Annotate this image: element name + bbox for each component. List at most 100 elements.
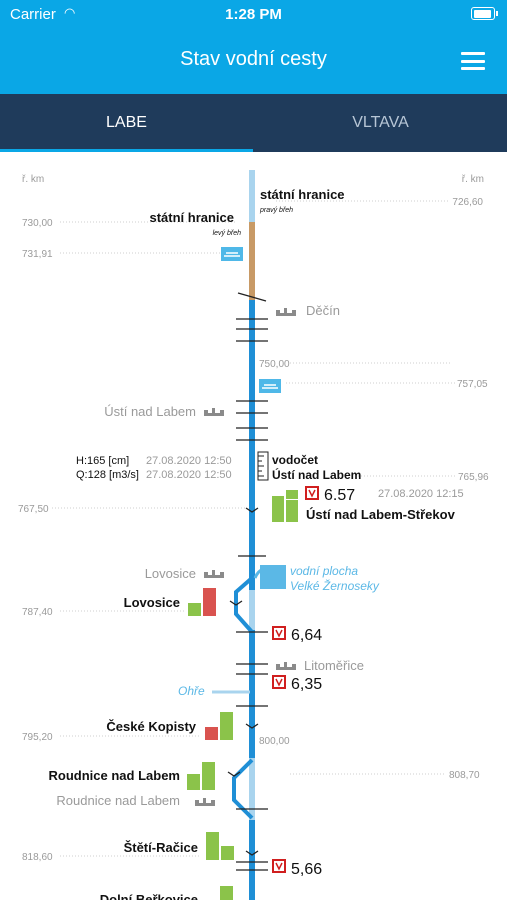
km-value: 795,20 (22, 732, 53, 743)
depth-gauge-icon (272, 859, 286, 873)
river-segment (249, 758, 255, 820)
town-litomerice[interactable]: Litoměřice (304, 658, 364, 673)
wifi-icon: ◠ (64, 5, 76, 20)
tributary-ohre-label[interactable]: Ohře (178, 684, 205, 698)
lock-chevron-icon (245, 850, 259, 856)
km-value: 765,96 (458, 472, 489, 483)
clock: 1:28 PM (225, 6, 282, 23)
river-diagram[interactable]: ř. km ř. km 730,00 726,60 731,91 750,00 … (0, 152, 507, 900)
lock-chevron-icon (245, 507, 259, 513)
water-area-link (253, 568, 263, 579)
km-value: 800,00 (259, 736, 290, 747)
km-value: 726,60 (452, 197, 483, 208)
km-value: 757,05 (457, 379, 488, 390)
tab-underline (0, 149, 253, 152)
lock-chamber-ok (187, 774, 200, 790)
river-segment (249, 222, 255, 300)
town-icon (276, 308, 296, 316)
river-segment (249, 170, 255, 222)
bridge-icon (237, 292, 267, 302)
status-bar: Carrier ◠ 1:28 PM (0, 0, 507, 30)
km-header-left: ř. km (22, 174, 44, 185)
gauge-q: Q:128 [m3/s] (76, 469, 139, 481)
lock-chamber-ok (286, 500, 298, 522)
depth-gauge-icon (305, 486, 319, 500)
water-area-line1[interactable]: vodní plocha (290, 564, 358, 578)
lock-roudnice[interactable]: Roudnice nad Labem (49, 768, 180, 783)
hamburger-menu-icon[interactable] (461, 52, 485, 70)
gauge-q-time: 27.08.2020 12:50 (146, 469, 232, 481)
lock-chamber-closed (203, 588, 216, 616)
bridge-icon (236, 400, 268, 441)
km-value: 767,50 (18, 504, 49, 515)
lock-chamber-ok (286, 490, 298, 499)
tab-label: LABE (106, 114, 147, 131)
border-right-title: státní hranice (260, 187, 345, 202)
port-icon[interactable] (221, 247, 243, 261)
lock-lovosice[interactable]: Lovosice (124, 595, 180, 610)
lock-chamber-ok (272, 496, 284, 522)
tab-labe[interactable]: LABE (0, 94, 253, 152)
tab-vltava[interactable]: VLTAVA (254, 94, 507, 152)
km-value: 750,00 (259, 359, 290, 370)
lock-chamber-ok (221, 846, 234, 860)
km-value: 808,70 (449, 770, 480, 781)
town-icon (276, 662, 296, 670)
water-area-line2[interactable]: Velké Žernoseky (290, 578, 380, 593)
battery-icon (471, 7, 498, 20)
km-value: 818,60 (22, 852, 53, 863)
lock-canal (234, 576, 254, 634)
depth-value[interactable]: 5,66 (291, 861, 322, 878)
lock-strekov[interactable]: Ústí nad Labem-Střekov (306, 507, 456, 522)
border-left-title: státní hranice (149, 210, 234, 225)
border-right-sub: pravý břeh (259, 207, 293, 214)
river-tabs: LABE VLTAVA (0, 94, 507, 152)
km-value: 787,40 (22, 607, 53, 618)
river-segment (249, 300, 255, 590)
town-usti[interactable]: Ústí nad Labem (104, 404, 196, 419)
gauge-h-time: 27.08.2020 12:50 (146, 455, 232, 467)
bridge-icon (236, 663, 268, 675)
lock-chamber-closed (205, 727, 218, 740)
depth-value[interactable]: 6.57 (324, 487, 355, 504)
lock-steti[interactable]: Štětí-Račice (124, 840, 198, 855)
lock-chamber-ok (206, 832, 219, 860)
border-left-sub: levý břeh (213, 230, 242, 237)
lock-chevron-icon (245, 723, 259, 729)
depth-gauge-icon (272, 675, 286, 689)
port-icon[interactable] (259, 379, 281, 393)
page-title: Stav vodní cesty (180, 48, 327, 70)
town-lovosice[interactable]: Lovosice (145, 566, 196, 581)
bridge-icon (236, 318, 268, 342)
town-icon (204, 570, 224, 578)
gauge-ruler-icon (257, 451, 269, 481)
tab-label: VLTAVA (352, 114, 409, 131)
gauge-label[interactable]: vodočet (272, 453, 318, 467)
lock-chamber-ok (220, 712, 233, 740)
lock-chevron-icon (227, 771, 241, 777)
gauge-location[interactable]: Ústí nad Labem (272, 467, 361, 482)
depth-time: 27.08.2020 12:15 (378, 488, 464, 500)
km-header-right: ř. km (462, 174, 484, 185)
lock-chamber-ok (188, 603, 201, 616)
lock-chevron-icon (229, 600, 243, 606)
water-area-icon (260, 565, 286, 589)
river-segment (249, 590, 255, 630)
lock-chamber-ok (220, 886, 233, 900)
depth-gauge-icon (272, 626, 286, 640)
carrier-label: Carrier (10, 6, 56, 23)
town-roudnice[interactable]: Roudnice nad Labem (56, 793, 180, 808)
town-decin[interactable]: Děčín (306, 303, 340, 318)
town-icon (204, 408, 224, 416)
lock-dolni-berkovice[interactable]: Dolní Beřkovice (100, 892, 198, 900)
river-segment (249, 820, 255, 900)
town-icon (195, 798, 215, 806)
lock-chamber-ok (202, 762, 215, 790)
depth-value[interactable]: 6,35 (291, 676, 322, 693)
km-value: 730,00 (22, 218, 53, 229)
bridge-icon (236, 861, 268, 871)
depth-value[interactable]: 6,64 (291, 627, 322, 644)
nav-bar: Stav vodní cesty (0, 30, 507, 94)
lock-ceske-kopisty[interactable]: České Kopisty (106, 719, 196, 734)
river-segment (249, 630, 255, 758)
